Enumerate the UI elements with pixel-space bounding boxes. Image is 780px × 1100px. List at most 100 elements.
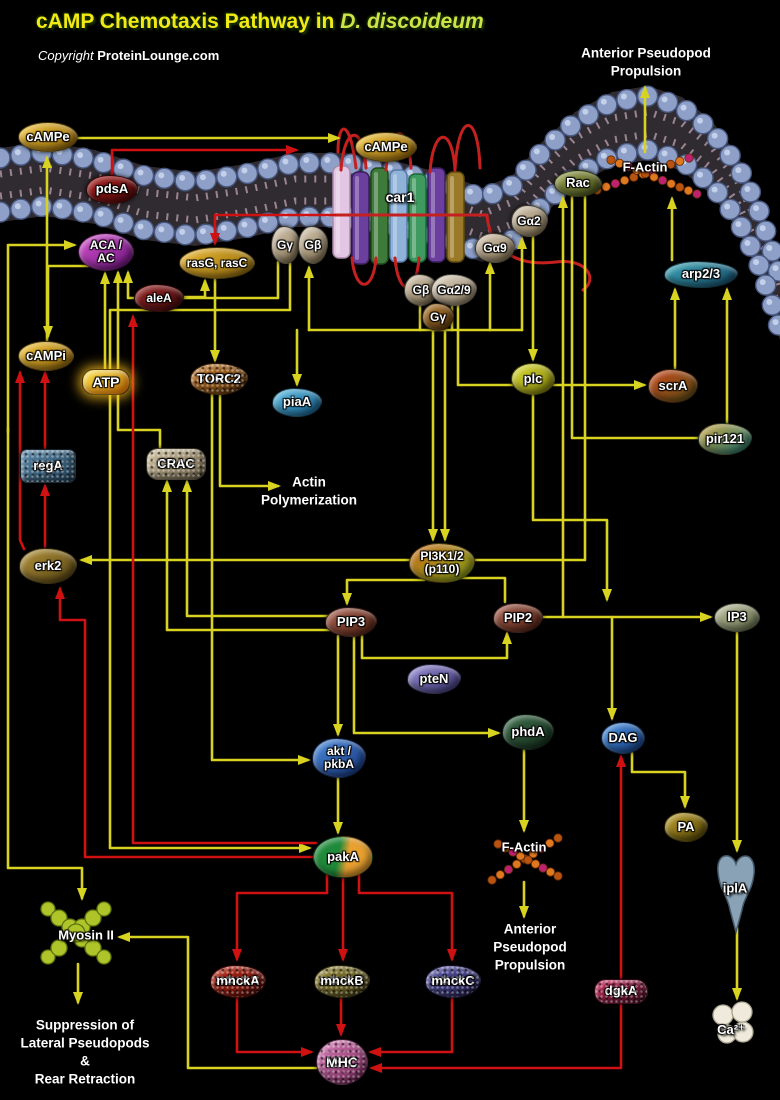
edge-paka-erk2 (55, 586, 318, 859)
arrowhead (200, 278, 210, 291)
arrowhead (342, 593, 352, 606)
membrane-sphere-highlight (564, 119, 571, 126)
membrane-sphere (153, 221, 176, 244)
edge-g-scra (456, 303, 647, 390)
membrane-sphere (577, 158, 600, 180)
membrane-sphere (0, 147, 11, 169)
membrane-sphere (754, 274, 777, 296)
membrane-sphere-highlight (137, 223, 144, 230)
arrowhead (502, 631, 512, 644)
membrane-sphere (559, 115, 582, 137)
membrane-sphere-highlight (620, 93, 627, 100)
membrane-sphere (51, 198, 74, 220)
membrane-sphere (10, 144, 32, 166)
membrane-sphere-highlight (506, 179, 513, 186)
membrane-sphere (559, 169, 582, 191)
car1-loop (350, 256, 378, 286)
membrane-sphere-highlight (696, 171, 703, 178)
arrowhead (113, 270, 123, 283)
car1-loop (336, 127, 358, 170)
arrowhead (79, 555, 92, 565)
edge-bus-piaa (292, 328, 302, 387)
membrane-sphere-highlight (549, 188, 556, 195)
arrowhead (15, 370, 25, 383)
membrane-sphere (515, 159, 537, 181)
edge-rega-campi (40, 370, 50, 450)
edge-junction-dag (607, 615, 617, 721)
title-species: D. discoideum (340, 10, 484, 33)
membrane-sphere (277, 207, 300, 230)
arrowhead (732, 840, 742, 853)
calcium-ions (712, 1001, 754, 1044)
membrane-sphere-highlight (744, 240, 751, 247)
membrane-sphere-highlight (365, 161, 372, 168)
membrane-sphere (636, 139, 659, 161)
membrane-sphere-highlight (97, 210, 104, 217)
car1-loop (453, 124, 482, 172)
membrane-sphere (761, 240, 780, 262)
edge-scra-arp23 (670, 287, 680, 370)
membrane-sphere (616, 88, 638, 111)
membrane-sphere (216, 220, 238, 242)
membrane-sphere-highlight (179, 174, 186, 181)
arrowhead (519, 906, 529, 919)
membrane-sphere-highlight (137, 169, 144, 176)
membrane-sphere-highlight (533, 148, 540, 155)
arrowhead (333, 822, 343, 835)
arrowhead (55, 586, 65, 599)
membrane-sphere-highlight (696, 117, 703, 124)
arrowhead (268, 481, 281, 491)
arrowhead (517, 236, 527, 249)
membrane-sphere (529, 197, 551, 220)
edge-pdsa-campec (110, 145, 299, 180)
membrane-sphere (132, 218, 155, 241)
membrane-sphere (72, 147, 94, 169)
membrane-sphere (761, 294, 780, 316)
membrane-sphere-highlight (711, 186, 718, 193)
membrane-sphere-highlight (486, 241, 493, 248)
membrane-sphere (692, 167, 714, 189)
edge-pip3-phda (352, 634, 501, 738)
arrowhead (123, 270, 133, 283)
car1-transmembrane-helix (351, 171, 370, 265)
copyright: Copyright ProteinLounge.com (38, 48, 219, 63)
membrane-sphere (462, 183, 484, 206)
membrane-sphere-highlight (261, 162, 268, 169)
arrowhead (369, 1063, 382, 1073)
membrane-sphere (92, 152, 115, 174)
edge-akt-paka (333, 775, 343, 835)
membrane-sphere-highlight (753, 259, 760, 266)
arrowhead (77, 888, 87, 901)
arrowhead (232, 949, 242, 962)
membrane-sphere-highlight (282, 158, 289, 165)
arrowhead (328, 133, 341, 143)
membrane-sphere-highlight (117, 217, 124, 224)
membrane-sphere (692, 113, 714, 135)
arrowhead (440, 529, 450, 542)
membrane-sphere (298, 206, 320, 228)
arrowhead (640, 85, 650, 98)
arrowhead (299, 843, 312, 853)
membrane-sphere (515, 213, 537, 235)
arrowhead (304, 265, 314, 278)
membrane-sphere (739, 181, 762, 203)
membrane-sphere (719, 198, 741, 221)
arrowhead (42, 155, 52, 168)
membrane-sphere (257, 158, 279, 180)
membrane-sphere-highlight (766, 299, 773, 306)
membrane-sphere-highlight (582, 162, 589, 169)
membrane-sphere (132, 164, 155, 187)
edge-crac-aca (113, 270, 162, 451)
membrane-sphere (730, 162, 753, 184)
edge-pip2-pi3k (456, 576, 507, 604)
arrowhead (447, 949, 457, 962)
arrowhead (100, 271, 110, 284)
arrowhead (73, 992, 83, 1005)
arrowhead (700, 433, 713, 443)
arrowhead (336, 1024, 346, 1037)
edge-left-myosin (6, 426, 87, 901)
membrane-sphere (748, 200, 770, 222)
arrowhead (333, 724, 343, 737)
edge-mhcka-mhc (235, 995, 314, 1057)
